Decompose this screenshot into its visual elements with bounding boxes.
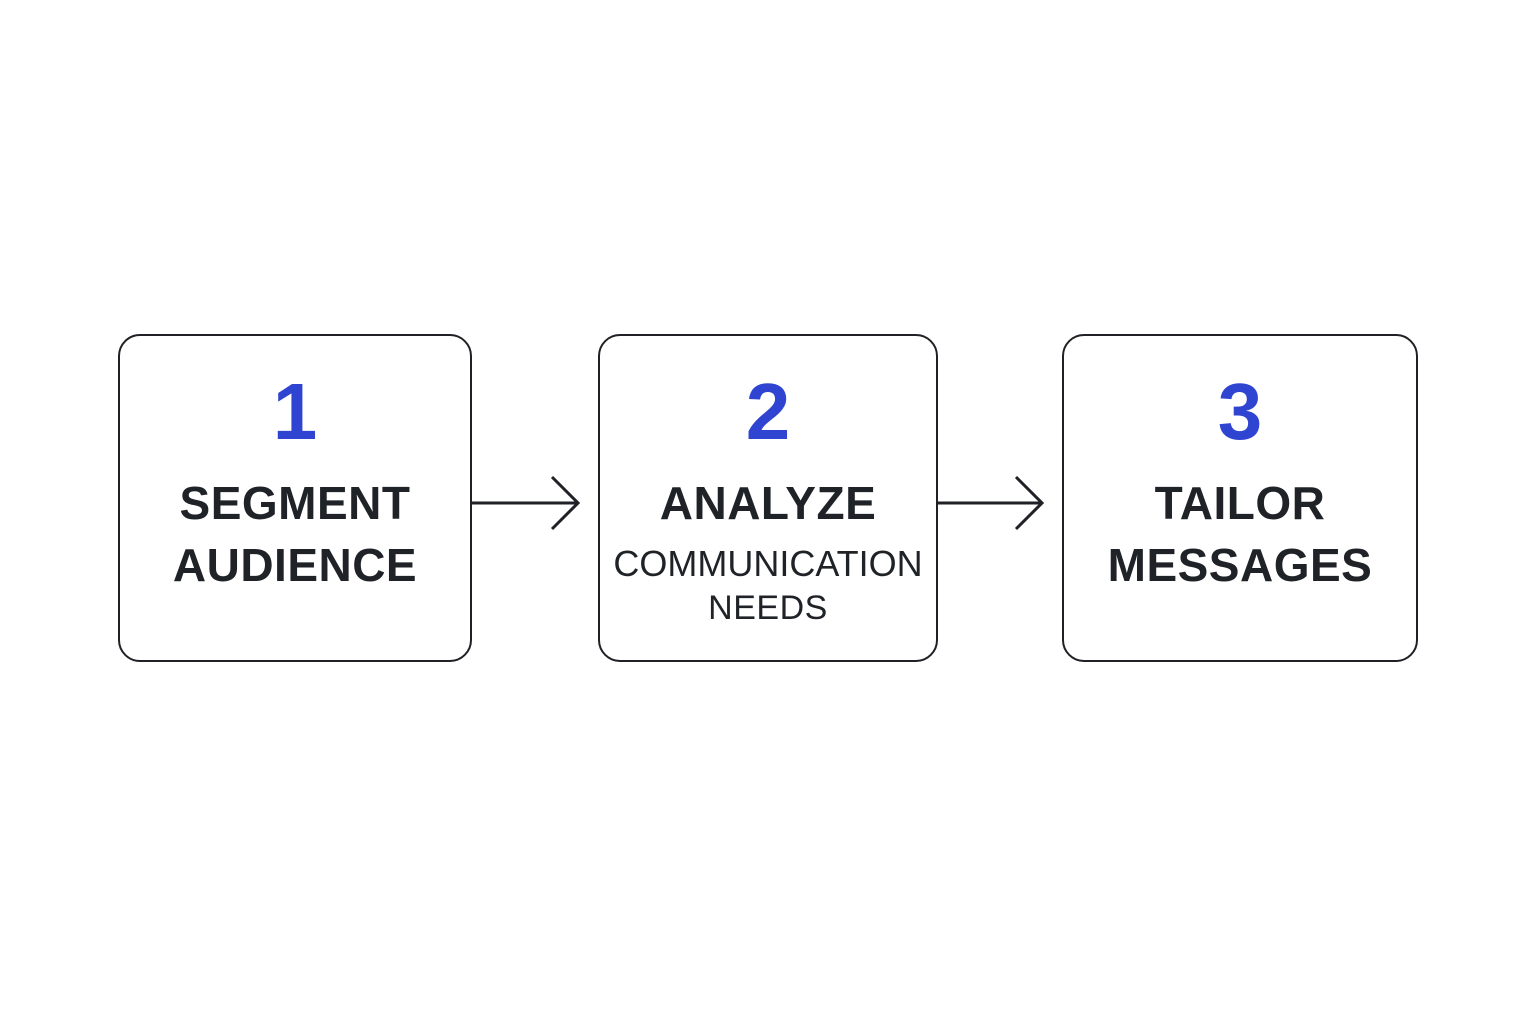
step-box-tailor-messages: 3 TAILOR MESSAGES xyxy=(1062,334,1418,662)
step-number: 1 xyxy=(272,367,318,456)
step-title-line: MESSAGES xyxy=(1107,539,1373,591)
step-title-line: NEEDS xyxy=(708,589,828,627)
step-title-line: AUDIENCE xyxy=(172,539,418,591)
step-box-segment-audience: 1 SEGMENT AUDIENCE xyxy=(118,334,472,662)
step-number: 2 xyxy=(745,367,791,456)
step-box-analyze-communication-needs: 2 ANALYZE COMMUNICATION NEEDS xyxy=(598,334,938,662)
step-title: SEGMENT AUDIENCE xyxy=(120,472,470,596)
step-number: 3 xyxy=(1217,367,1263,456)
step-title-line: SEGMENT xyxy=(179,477,411,529)
step-title: TAILOR MESSAGES xyxy=(1064,472,1416,596)
step-title-line: TAILOR xyxy=(1154,477,1326,529)
arrow-right-icon xyxy=(472,475,581,531)
step-title-line: COMMUNICATION xyxy=(613,543,923,584)
arrow-right-icon xyxy=(938,475,1045,531)
step-title-line: ANALYZE xyxy=(659,477,877,529)
